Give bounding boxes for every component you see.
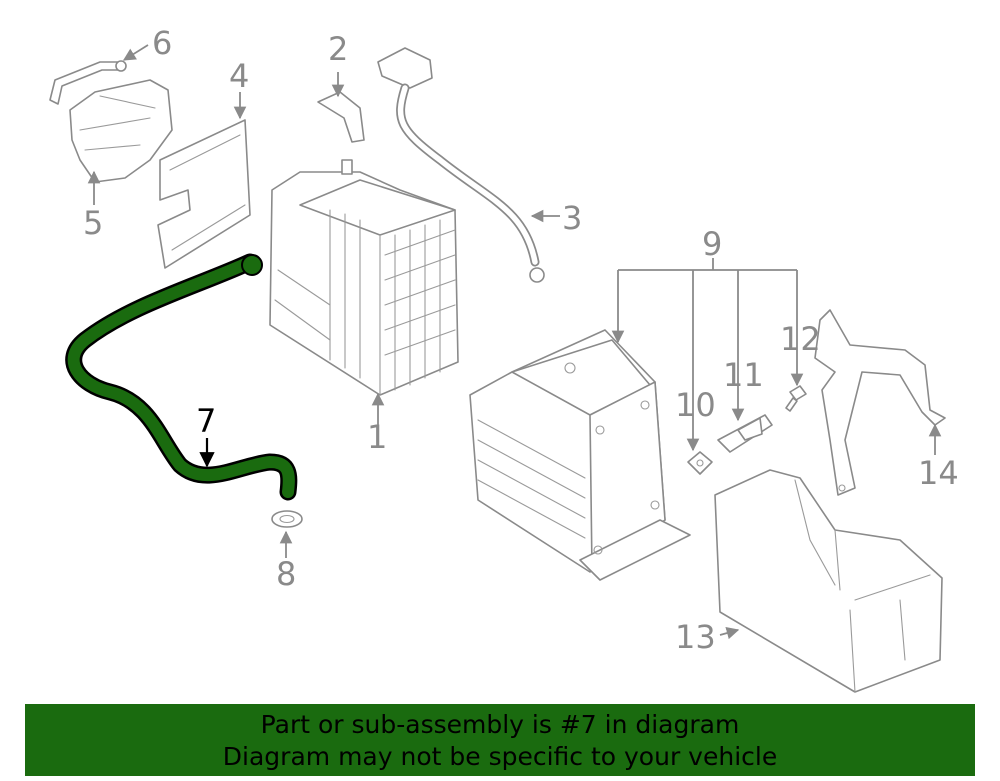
callout-8: 8: [276, 555, 296, 593]
callout-13: 13: [675, 618, 716, 656]
callout-3: 3: [562, 199, 582, 237]
part-11-clamp: [717, 414, 773, 453]
callout-2: 2: [328, 30, 348, 68]
part-1-battery: [269, 159, 459, 396]
callout-9: 9: [702, 225, 722, 263]
part-info-banner: Part or sub-assembly is #7 in diagram Di…: [25, 704, 975, 776]
part-8-grommet: [271, 510, 303, 528]
banner-line-2: Diagram may not be specific to your vehi…: [222, 742, 778, 771]
leader-lines: [87, 44, 942, 640]
part-14-support-bracket: [814, 309, 946, 496]
part-12-bolt: [785, 385, 807, 412]
callout-12: 12: [780, 320, 821, 358]
callout-11: 11: [723, 356, 764, 394]
part-2-bracket: [317, 91, 365, 143]
callout-6: 6: [152, 24, 172, 62]
part-6-hold-down-rod: [49, 60, 127, 105]
part-10-clip: [687, 451, 713, 475]
banner-line-1: Part or sub-assembly is #7 in diagram: [260, 710, 740, 739]
parts-diagram: 6 2 4 3 5 1 9 12 11 10 14 8 13 7: [49, 24, 959, 693]
callout-10: 10: [675, 386, 716, 424]
callout-7: 7: [196, 402, 216, 440]
part-5-terminal-cover: [69, 79, 173, 183]
part-9-battery-tray: [469, 329, 691, 581]
part-3-cable: [377, 47, 545, 283]
part-13-insulation-cover: [714, 469, 943, 693]
callout-5: 5: [83, 204, 103, 242]
callout-1: 1: [367, 418, 387, 456]
part-7-vent-hose: [65, 253, 298, 501]
callout-numbers: 6 2 4 3 5 1 9 12 11 10 14 8 13 7: [83, 24, 959, 656]
callout-14: 14: [918, 454, 959, 492]
callout-4: 4: [229, 57, 249, 95]
part-4-mounting-plate: [157, 119, 251, 269]
